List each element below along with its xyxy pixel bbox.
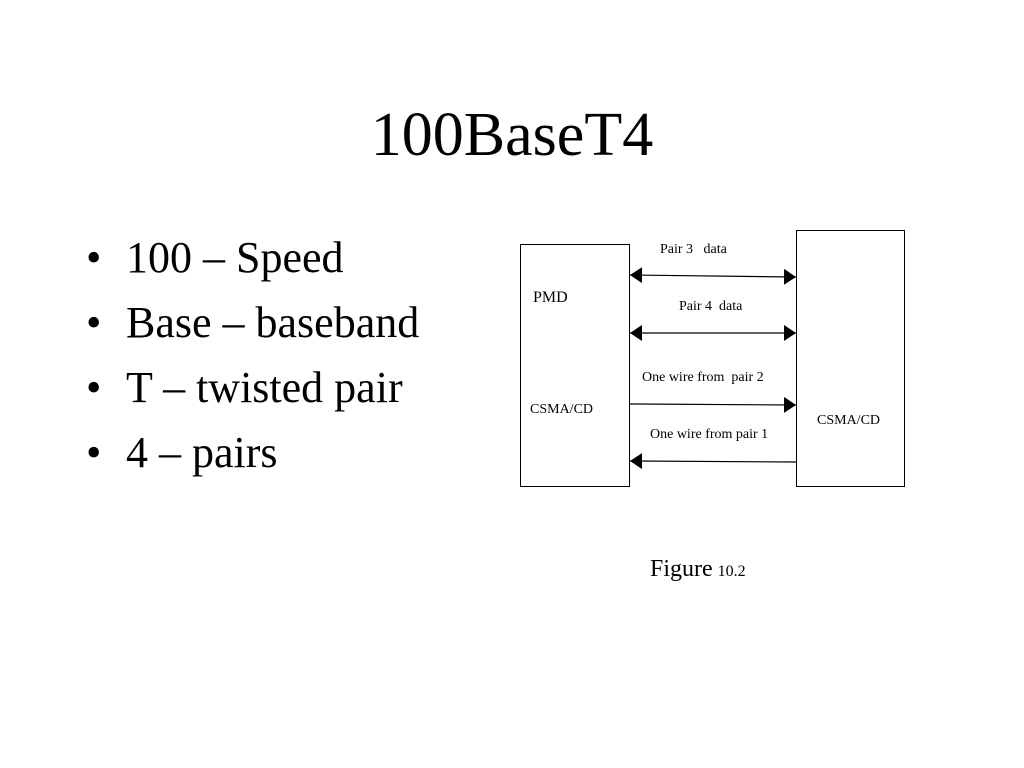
figure-caption-label: Figure	[650, 556, 713, 582]
link-label-pair-4: Pair 4 data	[679, 299, 743, 314]
bullet-item: • 4 – pairs	[86, 420, 419, 485]
arrow-pair-3	[629, 267, 797, 285]
bullet-marker: •	[86, 233, 102, 282]
arrow-wire-pair-2	[629, 396, 797, 413]
bullet-text: 4 – pairs	[126, 428, 278, 477]
slide-title: 100BaseT4	[370, 101, 654, 169]
bullet-item: • 100 – Speed	[86, 225, 419, 290]
bullet-item: • Base – baseband	[86, 290, 419, 355]
bullet-marker: •	[86, 428, 102, 477]
pmd-label: PMD	[533, 289, 568, 306]
link-label-wire-pair-1: One wire from pair 1	[650, 427, 769, 442]
arrow-wire-pair-1	[629, 453, 797, 470]
left-csma-cd-label: CSMA/CD	[530, 402, 594, 417]
bullet-marker: •	[86, 298, 102, 347]
bullet-text: Base – baseband	[126, 298, 420, 347]
link-label-pair-3: Pair 3 data	[660, 242, 727, 257]
bullet-item: • T – twisted pair	[86, 355, 419, 420]
bullet-list: • 100 – Speed • Base – baseband • T – tw…	[86, 225, 419, 485]
csma-cd-box	[796, 230, 905, 487]
link-label-wire-pair-2: One wire from pair 2	[642, 370, 764, 385]
figure-caption-number: 10.2	[717, 563, 746, 580]
bullet-marker: •	[86, 363, 102, 412]
right-csma-cd-label: CSMA/CD	[817, 413, 881, 428]
bullet-text: T – twisted pair	[126, 363, 403, 412]
pmd-csma-cd-box	[520, 244, 630, 487]
bullet-text: 100 – Speed	[126, 233, 344, 282]
